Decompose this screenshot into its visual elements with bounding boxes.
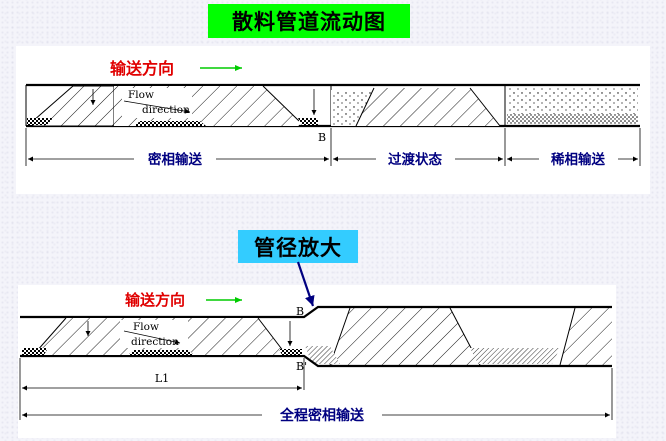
top-flow-label-line2: direction xyxy=(142,104,190,116)
top-flow-arrow xyxy=(123,100,191,114)
top-transition-plug xyxy=(356,88,500,126)
bottom-flow-arrow xyxy=(123,330,181,345)
bottom-marker-b-prime: B' xyxy=(296,360,307,373)
bottom-flow-label-line2: direction xyxy=(131,336,179,348)
top-panel: 输送方向 Flow direction B xyxy=(16,46,650,194)
bottom-settled-layer-2 xyxy=(128,350,194,355)
top-section-label-dilute: 稀相输送 xyxy=(551,151,605,168)
top-marker-b: B xyxy=(318,131,326,144)
top-section-label-dense: 密相输送 xyxy=(147,151,202,168)
full-span-label: 全程密相输送 xyxy=(279,407,365,424)
top-settled-layer-3 xyxy=(298,118,318,125)
bottom-plug-1 xyxy=(36,318,108,355)
top-section-label-transition: 过渡状态 xyxy=(388,151,442,168)
bottom-pipe-upper-wall xyxy=(20,305,612,319)
callout-pipe-enlarged: 管径放大 xyxy=(238,230,358,263)
bottom-pipe-lower-wall xyxy=(20,354,612,368)
top-settled-layer-2 xyxy=(134,121,206,126)
bottom-panel: 输送方向 Flow direction B B' xyxy=(18,261,616,438)
bottom-marker-b: B xyxy=(296,305,304,318)
callout-pointer-arrow xyxy=(296,261,315,307)
bottom-settled-layer-3 xyxy=(279,349,302,355)
bottom-settled-layer-large xyxy=(470,348,560,364)
dimension-l1-label: L1 xyxy=(155,372,169,385)
diagram-title: 散料管道流动图 xyxy=(208,4,410,38)
bottom-direction-label: 输送方向 xyxy=(125,291,185,309)
bottom-settled-layer-expansion xyxy=(305,346,340,364)
top-settled-layer-1 xyxy=(27,118,53,125)
bottom-settled-layer-1 xyxy=(22,348,48,355)
top-flow-label-line1: Flow xyxy=(128,89,154,101)
top-direction-label: 输送方向 xyxy=(110,59,174,78)
bottom-flow-label-line1: Flow xyxy=(133,321,159,333)
